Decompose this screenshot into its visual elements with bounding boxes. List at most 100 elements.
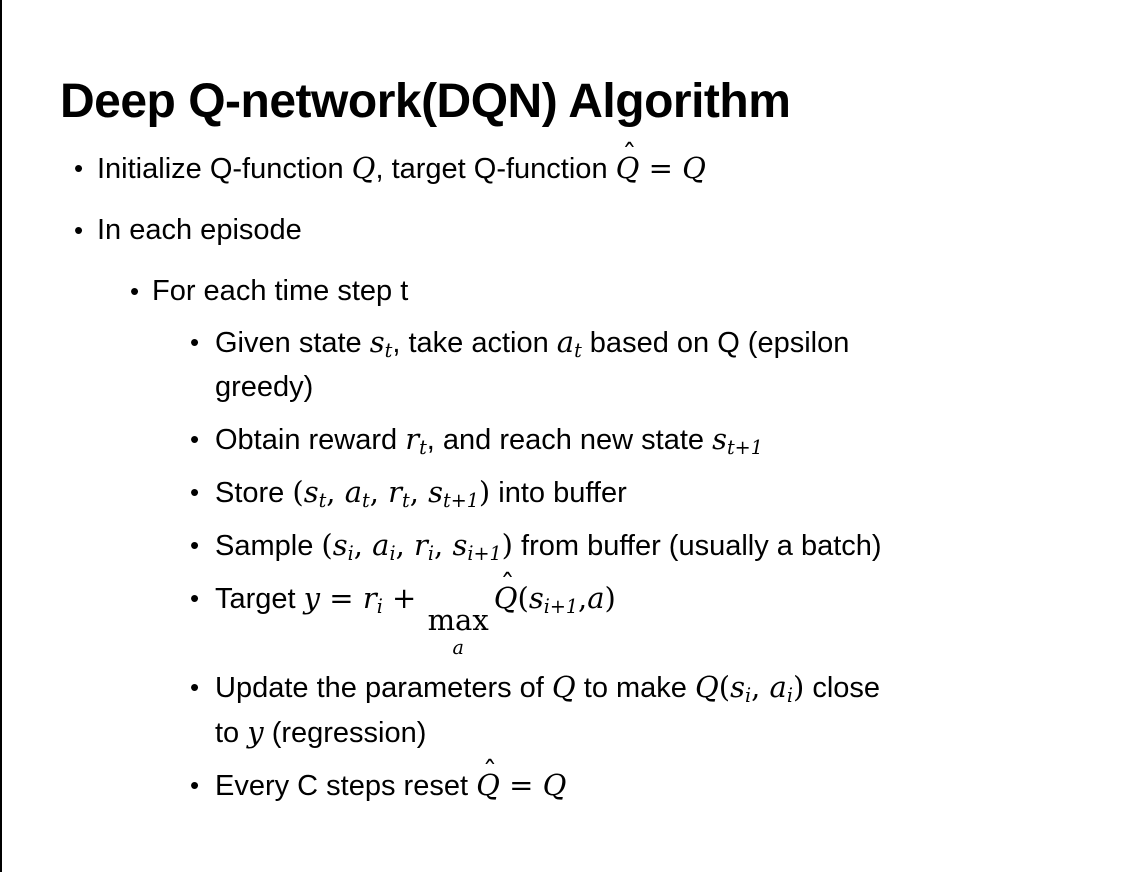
text-segment: Given state	[215, 327, 370, 359]
math-segment: ai	[372, 528, 396, 565]
max-label: max	[427, 603, 489, 638]
bullet-marker: •	[190, 583, 200, 613]
math-subscript: t	[419, 435, 427, 459]
math-subscript: i	[389, 541, 396, 565]
math-subscript: t	[384, 338, 393, 362]
math-subscript: i	[786, 683, 793, 707]
bullet-marker: •	[74, 215, 84, 245]
math-segment: )	[501, 528, 513, 562]
text-segment: In each episode	[97, 214, 302, 246]
text-segment: to	[215, 717, 248, 750]
bullet-content: For each time step t	[152, 269, 1124, 313]
bullet-list: •Initialize Q-function Q, target Q-funct…	[0, 138, 1124, 816]
math-segment: (	[517, 581, 529, 615]
math-segment: (	[321, 528, 333, 562]
math-segment: a	[587, 581, 605, 615]
math-segment: ,	[751, 670, 770, 705]
math-segment: at	[556, 325, 582, 362]
text-segment: greedy)	[215, 371, 314, 403]
text-segment: Initialize Q-function	[97, 153, 352, 185]
text-segment: Sample	[215, 530, 322, 562]
math-segment: Q	[351, 151, 376, 185]
text-segment: Update the parameters of	[215, 672, 552, 705]
math-segment: si+1	[452, 528, 502, 565]
math-segment: Q	[682, 151, 706, 185]
hat-accent: ˆ	[482, 754, 498, 789]
math-segment: Q	[694, 670, 719, 705]
bullet-marker: •	[190, 672, 200, 703]
math-segment: =	[320, 581, 363, 615]
math-subscript: t+1	[727, 435, 763, 459]
text-segment: , take action	[392, 327, 557, 359]
math-segment: si+1	[528, 581, 579, 618]
math-segment: =	[639, 151, 683, 185]
bullet-item: •For each time step t	[0, 269, 1124, 313]
math-segment: st	[369, 325, 393, 362]
math-segment: y	[303, 581, 321, 615]
text-segment: close	[804, 672, 881, 705]
math-subscript: i	[376, 594, 383, 618]
bullet-content: Update the parameters of Q to make Q(si,…	[215, 665, 1124, 755]
math-subscript: t+1	[443, 488, 479, 512]
math-subscript: t	[402, 488, 410, 512]
math-segment: (	[718, 670, 731, 705]
text-segment: into buffer	[490, 477, 627, 509]
hat-accent: ˆ	[622, 137, 637, 172]
math-subscript: t	[362, 488, 370, 512]
math-segment: ai	[769, 670, 793, 707]
math-segment: Q	[615, 151, 640, 185]
math-segment: Q	[551, 670, 576, 705]
bullet-item: • Sample (si, ai, ri, si+1) from buffer (…	[0, 523, 1124, 568]
math-segment: ,	[409, 475, 429, 509]
math-segment: )	[604, 581, 616, 615]
bullet-marker: •	[190, 530, 200, 560]
text-segment: , target Q-function	[375, 153, 616, 185]
math-segment: ,	[369, 475, 389, 509]
math-segment: st	[303, 475, 327, 512]
math-segment: ,	[395, 528, 415, 562]
math-segment: ,	[578, 581, 588, 615]
bullet-item: •Store (st, at, rt, st+1) into buffer	[0, 470, 1124, 515]
bullet-item: • Obtain reward rt, and reach new state s…	[0, 417, 1124, 462]
math-subscript: t	[574, 338, 582, 362]
math-segment: y	[247, 715, 264, 750]
math-segment: st+1	[712, 422, 763, 459]
math-segment: ri	[414, 528, 435, 565]
text-segment: from buffer (usually a batch)	[513, 530, 882, 562]
text-segment: Target	[215, 583, 304, 615]
bullet-item: •Update the parameters of Q to make Q(si…	[0, 665, 1124, 755]
text-segment: For each time step t	[152, 275, 409, 307]
math-segment: =	[499, 768, 543, 803]
math-subscript: t	[318, 488, 327, 512]
text-segment: to make	[575, 672, 695, 705]
math-segment: ,	[326, 475, 345, 509]
bullet-content: Obtain reward rt, and reach new state st…	[215, 417, 1124, 462]
bullet-content: Store (st, at, rt, st+1) into buffer	[215, 470, 1124, 515]
math-subscript: i	[427, 541, 435, 565]
bullet-marker: •	[190, 424, 200, 454]
bullet-item: • In each episode	[0, 208, 1124, 252]
math-segment: si	[730, 670, 752, 707]
math-segment: ,	[353, 528, 373, 562]
bullet-marker: •	[190, 770, 200, 801]
bullet-marker: •	[190, 327, 200, 357]
bullet-item: •Initialize Q-function Q, target Q-funct…	[0, 138, 1124, 191]
math-segment: at	[344, 475, 370, 512]
bullet-content: Sample (si, ai, ri, si+1) from buffer (u…	[215, 523, 1124, 568]
math-subscript: i+1	[543, 594, 579, 618]
math-segment: st+1	[428, 475, 479, 512]
bullet-marker: •	[74, 153, 84, 183]
max-under-var: a	[452, 636, 464, 660]
page-title: Deep Q-network(DQN) Algorithm	[60, 75, 791, 129]
math-subscript: i+1	[467, 541, 502, 565]
slide-left-border	[0, 0, 2, 872]
math-segment: Q	[493, 581, 518, 615]
text-segment: based on Q (epsilon	[581, 327, 850, 359]
